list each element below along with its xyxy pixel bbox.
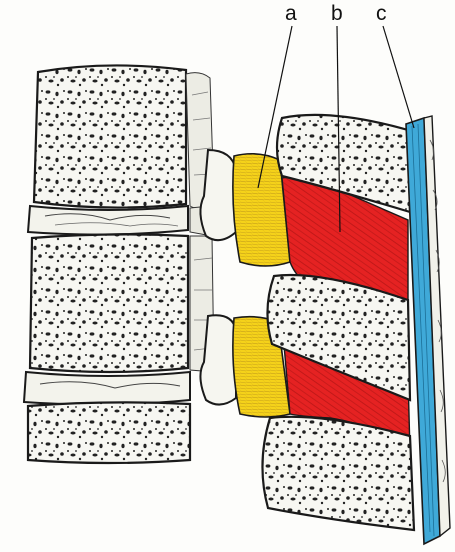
vertebral-body-middle bbox=[30, 234, 188, 372]
label-a: a bbox=[285, 2, 297, 25]
vertebral-body-lower bbox=[28, 402, 190, 463]
label-c: c bbox=[376, 2, 387, 25]
intervertebral-disc-upper bbox=[28, 206, 188, 235]
spinous-process-lower bbox=[262, 417, 414, 530]
label-b: b bbox=[331, 2, 343, 25]
vertebral-body-upper bbox=[34, 65, 186, 207]
leader-line-c bbox=[383, 26, 414, 128]
intervertebral-disc-lower bbox=[24, 372, 190, 405]
